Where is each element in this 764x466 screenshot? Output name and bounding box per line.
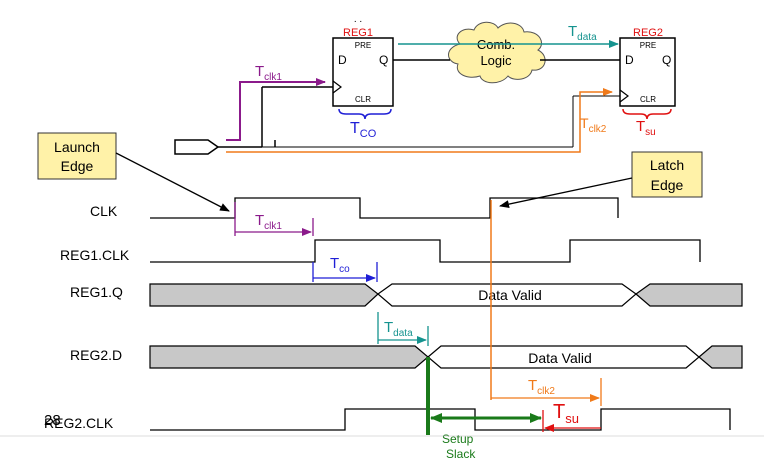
circuit-schematic: . . REG1 PRE D Q CLR REG2 PRE D Q CLR Co… — [174, 14, 676, 155]
setup-slack-line2: Slack — [446, 447, 476, 461]
timing-tco: Tco — [312, 255, 378, 282]
reg2-clr-label: CLR — [640, 95, 656, 104]
page-number: 28 — [44, 412, 61, 429]
reg1-q-waveform: Data Valid — [149, 283, 743, 307]
signal-label-reg2-d: REG2.D — [70, 347, 122, 363]
timing-tclk1-label: Tclk1 — [255, 212, 282, 232]
tsu-bracket — [622, 108, 672, 120]
reg1-flipflop: . . REG1 PRE D Q CLR — [332, 14, 394, 107]
launch-edge-pointer — [115, 152, 230, 212]
clk-waveform — [150, 197, 619, 219]
tco-bracket — [338, 108, 392, 120]
latch-edge-line2: Edge — [651, 177, 684, 193]
tclk2-path — [226, 88, 613, 153]
reg1-clock-triangle — [332, 80, 342, 94]
latch-edge-pointer — [499, 177, 633, 209]
svg-text:. .: . . — [354, 14, 362, 25]
timing-tsu-label: Tsu — [553, 401, 579, 426]
reg2-clk-waveform — [150, 408, 731, 431]
reg2-flipflop: REG2 PRE D Q CLR — [619, 27, 676, 107]
latch-edge-line1: Latch — [650, 157, 684, 173]
timing-tsu: Tsu — [542, 401, 601, 432]
timing-tdata-label: Tdata — [384, 319, 413, 339]
reg1-d-label: D — [338, 53, 347, 67]
timing-tclk1: Tclk1 — [234, 202, 314, 236]
launch-edge-line1: Launch — [54, 139, 100, 155]
signal-label-clk: CLK — [90, 203, 118, 219]
reg2-q-label: Q — [662, 53, 671, 67]
circuit-tdata-label: Tdata — [568, 23, 597, 43]
setup-slack-line1: Setup — [442, 432, 474, 446]
reg2-pre-label: PRE — [640, 41, 656, 50]
reg1-clk-waveform — [150, 239, 701, 263]
reg2-clock-triangle — [619, 89, 629, 103]
circuit-tsu-label: Tsu — [636, 118, 656, 138]
latch-edge-callout: Latch Edge — [499, 151, 703, 209]
circuit-tclk1-label: Tclk1 — [255, 63, 282, 83]
reg1-box — [332, 37, 394, 107]
signal-label-reg2-clk: REG2.CLK — [44, 415, 114, 431]
signal-label-reg1-q: REG1.Q — [70, 284, 123, 300]
launch-edge-callout: Launch Edge — [37, 132, 230, 212]
reg1-pre-label: PRE — [355, 41, 371, 50]
reg2-d-label: D — [625, 53, 634, 67]
reg1-clr-label: CLR — [355, 95, 371, 104]
circuit-tco-label: TCO — [350, 120, 377, 140]
timing-tclk2-label: Tclk2 — [528, 377, 555, 397]
reg1-q-data-valid: Data Valid — [478, 287, 542, 303]
tclk1-path — [226, 78, 326, 141]
comb-logic-line2: Logic — [480, 53, 512, 68]
timing-tclk2: Tclk2 — [491, 377, 602, 406]
timing-tdata: Tdata — [377, 312, 429, 346]
clock-input-port — [174, 139, 220, 155]
circuit-tclk2-label: Tclk2 — [580, 115, 607, 135]
timing-tco-label: Tco — [330, 255, 350, 275]
reg1-q-label: Q — [379, 53, 388, 67]
launch-edge-line2: Edge — [61, 158, 94, 174]
comb-logic-cloud: Comb. Logic — [448, 21, 546, 84]
setup-slack: Setup Slack — [426, 357, 542, 461]
reg2-name: REG2 — [633, 27, 663, 39]
reg2-d-data-valid: Data Valid — [528, 350, 592, 366]
reg2-box — [619, 37, 676, 107]
reg1-name: REG1 — [343, 27, 373, 39]
reg2-d-waveform: Data Valid — [149, 345, 743, 369]
signal-label-reg1-clk: REG1.CLK — [60, 247, 130, 263]
